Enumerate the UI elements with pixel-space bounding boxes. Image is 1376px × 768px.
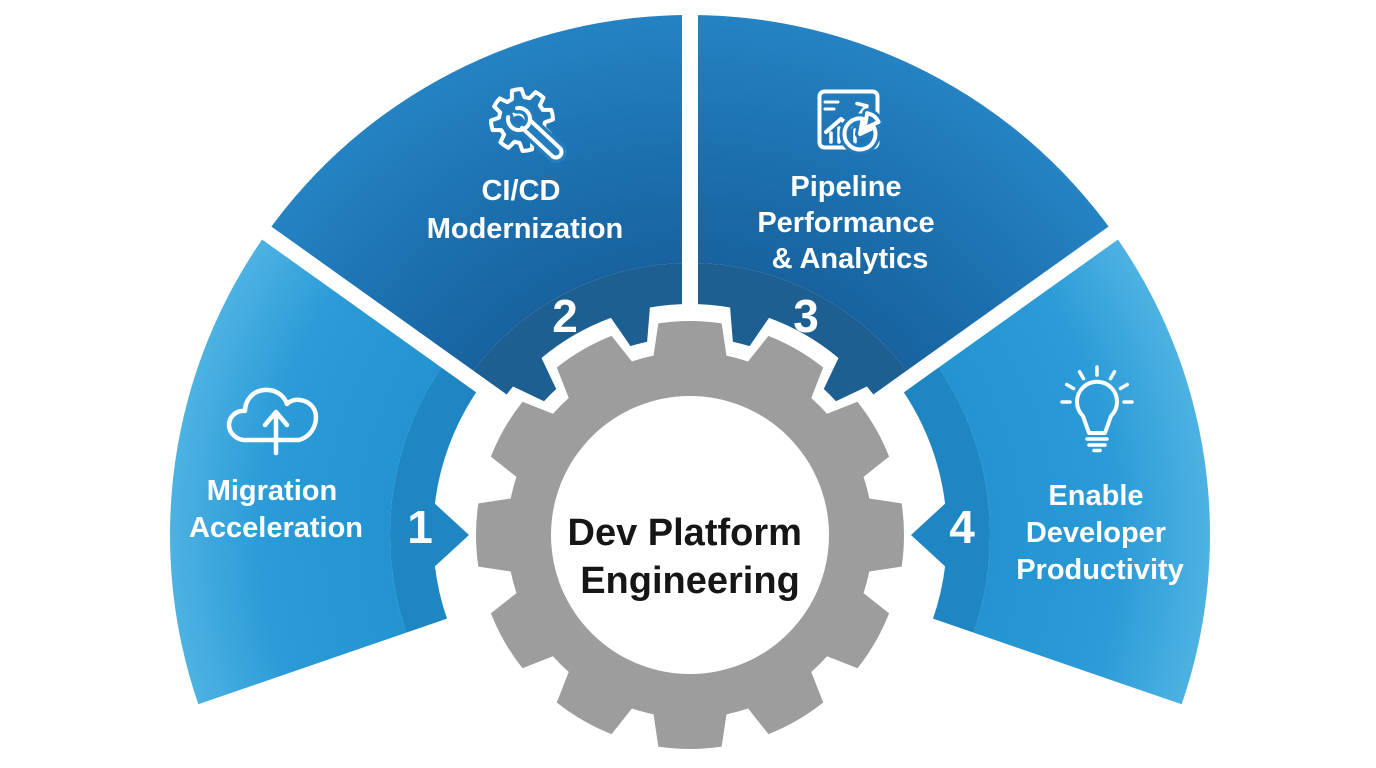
gear-wrench-icon [489, 87, 567, 163]
segment-divider [844, 214, 1135, 429]
segment-3-number: 3 [793, 290, 819, 342]
analytics-chart-pie-icon [817, 89, 884, 155]
center-title-line1: Dev Platform [568, 512, 802, 554]
segment-4-shape [934, 233, 1211, 705]
segment-4-number-band [899, 360, 991, 633]
segment-3-label: Pipeline Performance & Analytics [757, 171, 942, 275]
wrench-head [506, 106, 533, 133]
segment-1-number: 1 [407, 501, 433, 553]
segment-2-shape [266, 14, 690, 378]
center-title-line2: Engineering [580, 560, 800, 602]
pie-slice [862, 111, 881, 131]
segment-3-shape [690, 15, 1114, 378]
pie-body [842, 116, 878, 152]
segment-1-label: Migration Acceleration [189, 475, 363, 544]
center-title: Dev Platform Engineering [568, 512, 813, 602]
segment-4-number: 4 [949, 501, 975, 553]
segment-2-number: 2 [552, 290, 578, 342]
cloud-upload-icon [226, 387, 319, 456]
segment-2-label: CI/CD Modernization [427, 175, 624, 245]
segment-1-number-band [389, 360, 481, 633]
wrench-handle [520, 118, 564, 160]
bulb-rays [1060, 365, 1134, 404]
segment-4-label: Enable Developer Productivity [1016, 480, 1184, 586]
cloud-outline [226, 387, 319, 443]
segment-2-number-band [468, 263, 690, 402]
upload-arrow-head [262, 409, 290, 428]
lightbulb-icon [1060, 365, 1134, 453]
segment-3-number-band [690, 263, 912, 402]
segment-divider [245, 214, 536, 429]
segment-1-shape [169, 233, 446, 705]
gear-hub [551, 396, 829, 674]
bulb-outline [1075, 379, 1119, 435]
